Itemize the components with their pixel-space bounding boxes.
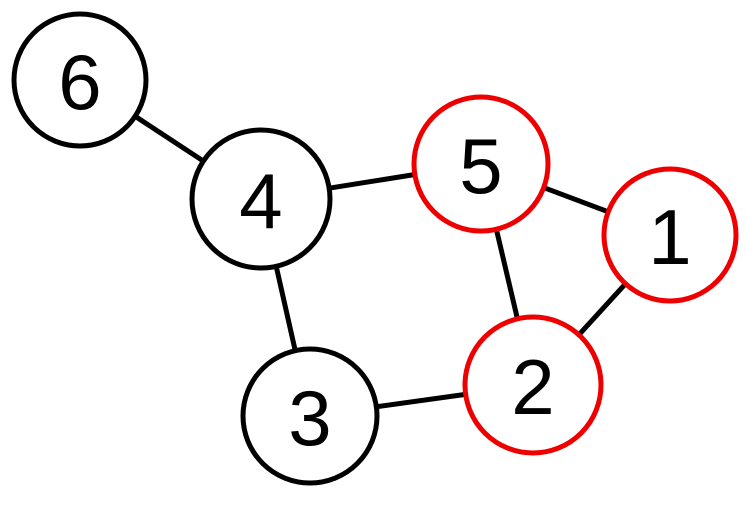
graph-node-4[interactable]: 4 — [189, 127, 333, 271]
graph-node-circle-highlighted-2[interactable] — [462, 314, 604, 456]
graph-node-label-5: 5 — [459, 122, 502, 210]
graph-edge-4-3 — [273, 263, 299, 354]
graph-edge-4-5 — [326, 171, 418, 192]
graph-node-1[interactable]: 1 — [601, 166, 739, 304]
graph-node-circle-highlighted-1[interactable] — [601, 166, 739, 304]
graph-node-circle-4[interactable] — [189, 127, 333, 271]
graph-node-circle-6[interactable] — [11, 11, 149, 149]
graph-node-label-2: 2 — [511, 343, 554, 431]
graph-node-2[interactable]: 2 — [462, 314, 604, 456]
node-layer: 6 4 5 1 2 3 — [11, 11, 739, 486]
graph-node-circle-highlighted-5[interactable] — [411, 94, 551, 234]
graph-node-label-6: 6 — [58, 38, 101, 126]
graph-node-label-1: 1 — [648, 193, 691, 281]
graph-edge-1-2 — [575, 280, 630, 339]
graph-edge-6-4 — [131, 112, 207, 165]
graph-node-3[interactable]: 3 — [240, 346, 380, 486]
edge-layer — [131, 112, 630, 410]
graph-edge-5-2 — [493, 226, 521, 322]
graph-node-circle-3[interactable] — [240, 346, 380, 486]
graph-node-label-3: 3 — [288, 374, 331, 462]
graph-node-label-4: 4 — [239, 157, 282, 245]
graph-node-6[interactable]: 6 — [11, 11, 149, 149]
graph-edge-5-1 — [540, 184, 612, 216]
graph-edge-3-2 — [373, 391, 469, 410]
graph-node-5[interactable]: 5 — [411, 94, 551, 234]
